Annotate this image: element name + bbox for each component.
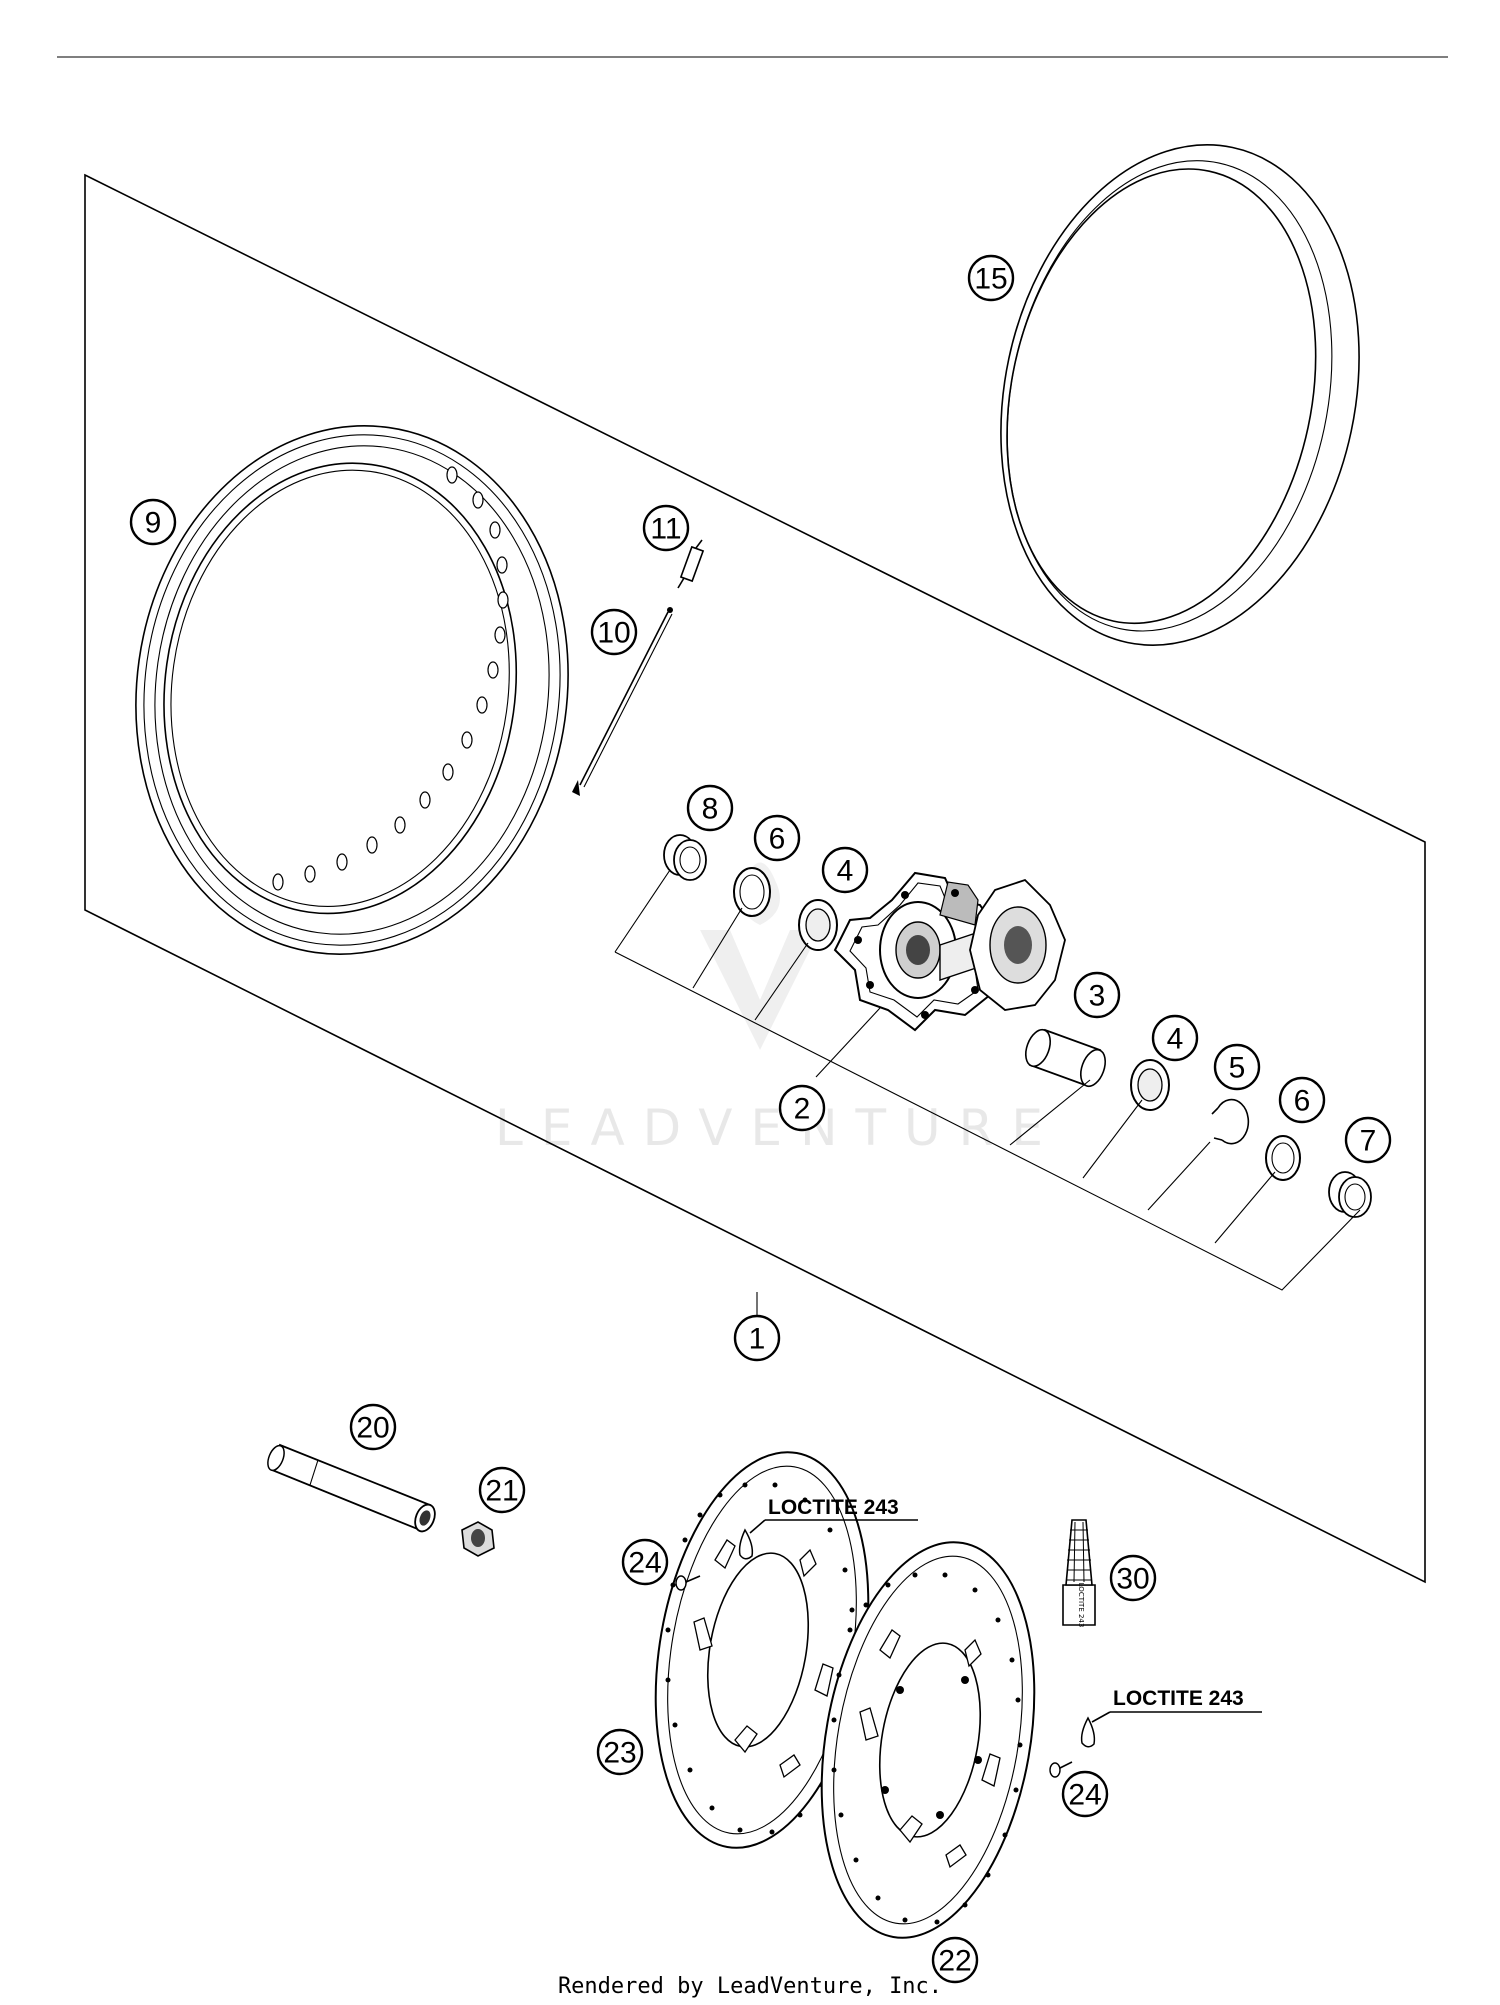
callout-6-left: 6 bbox=[753, 814, 801, 862]
seal-ring-part-6-left bbox=[733, 867, 771, 917]
loctite-note-upper: LOCTITE 243 bbox=[749, 1496, 918, 1534]
svg-text:5: 5 bbox=[1229, 1052, 1246, 1085]
seal-ring-part-6-right bbox=[1265, 1135, 1301, 1181]
callout-23: 23 bbox=[596, 1728, 644, 1776]
axle-nut-part bbox=[461, 1521, 495, 1557]
leader-lines bbox=[614, 869, 1361, 1318]
brake-disc-part-23 bbox=[654, 1451, 870, 1849]
svg-text:11: 11 bbox=[650, 513, 681, 546]
loctite-tube-label: LOCTITE 243 bbox=[1077, 1583, 1085, 1628]
svg-text:LOCTITE 243: LOCTITE 243 bbox=[768, 1496, 899, 1519]
loctite-note-lower: LOCTITE 243 bbox=[1091, 1687, 1262, 1723]
spacer-ring-part-8 bbox=[663, 834, 707, 881]
svg-text:23: 23 bbox=[603, 1737, 636, 1770]
assembly-outline bbox=[84, 173, 1426, 1584]
callout-24-upper: 24 bbox=[621, 1538, 669, 1586]
footer-credit: Rendered by LeadVenture, Inc. bbox=[558, 1974, 942, 1999]
callout-4-left: 4 bbox=[821, 846, 869, 894]
callout-22: 22 bbox=[931, 1936, 979, 1984]
callout-10: 10 bbox=[590, 608, 638, 656]
callout-3: 3 bbox=[1073, 971, 1121, 1019]
svg-text:7: 7 bbox=[1360, 1125, 1377, 1158]
svg-text:30: 30 bbox=[1116, 1563, 1149, 1596]
brake-disc-part-22 bbox=[820, 1541, 1036, 1939]
circlip-part-5 bbox=[1211, 1098, 1250, 1145]
svg-text:6: 6 bbox=[1294, 1085, 1311, 1118]
svg-text:9: 9 bbox=[145, 507, 162, 540]
svg-text:8: 8 bbox=[702, 793, 719, 826]
callout-9: 9 bbox=[129, 498, 177, 546]
spacer-ring-part-7 bbox=[1328, 1171, 1372, 1218]
callout-7: 7 bbox=[1344, 1116, 1392, 1164]
rim-spoke-holes bbox=[272, 466, 509, 891]
watermark: LEADVENTURE bbox=[495, 862, 1061, 1157]
svg-text:4: 4 bbox=[837, 855, 854, 888]
callout-30: 30 bbox=[1109, 1554, 1157, 1602]
bearing-part-4-right bbox=[1130, 1059, 1170, 1111]
callout-20: 20 bbox=[349, 1403, 397, 1451]
spoke-nipple-part bbox=[677, 539, 705, 589]
loctite-drop-upper bbox=[738, 1528, 754, 1560]
svg-text:22: 22 bbox=[938, 1945, 971, 1978]
callout-8: 8 bbox=[686, 784, 734, 832]
screw-part-upper bbox=[675, 1575, 701, 1591]
svg-text:3: 3 bbox=[1089, 980, 1106, 1013]
svg-text:1: 1 bbox=[749, 1323, 766, 1356]
loctite-tube-part: LOCTITE 243 bbox=[1062, 1519, 1096, 1628]
callout-21: 21 bbox=[478, 1466, 526, 1514]
watermark-text: LEADVENTURE bbox=[495, 1099, 1061, 1157]
svg-text:20: 20 bbox=[356, 1412, 389, 1445]
screw-part-lower bbox=[1049, 1761, 1073, 1778]
svg-text:4: 4 bbox=[1167, 1023, 1184, 1056]
callout-11: 11 bbox=[642, 504, 690, 552]
rim-part bbox=[135, 425, 569, 955]
loctite-drop-lower bbox=[1080, 1716, 1096, 1748]
rim-band-part bbox=[1000, 144, 1360, 646]
svg-text:2: 2 bbox=[794, 1093, 811, 1126]
callout-15: 15 bbox=[967, 254, 1015, 302]
bearing-part-4-left bbox=[798, 899, 838, 951]
callout-5: 5 bbox=[1213, 1043, 1261, 1091]
svg-text:24: 24 bbox=[1068, 1779, 1101, 1812]
axle-part bbox=[267, 1443, 436, 1533]
hub-part bbox=[833, 871, 1066, 1032]
spoke-part bbox=[572, 607, 673, 796]
svg-text:10: 10 bbox=[597, 617, 630, 650]
svg-text:24: 24 bbox=[628, 1547, 661, 1580]
svg-text:6: 6 bbox=[769, 823, 786, 856]
distance-sleeve-part bbox=[1024, 1028, 1107, 1088]
callout-24-lower: 24 bbox=[1061, 1770, 1109, 1818]
callout-6-right: 6 bbox=[1278, 1076, 1326, 1124]
svg-text:15: 15 bbox=[974, 263, 1007, 296]
callout-1: 1 bbox=[733, 1314, 781, 1362]
callout-2: 2 bbox=[778, 1084, 826, 1132]
svg-text:21: 21 bbox=[485, 1475, 518, 1508]
callout-4-right: 4 bbox=[1151, 1014, 1199, 1062]
svg-text:LOCTITE 243: LOCTITE 243 bbox=[1113, 1687, 1244, 1710]
